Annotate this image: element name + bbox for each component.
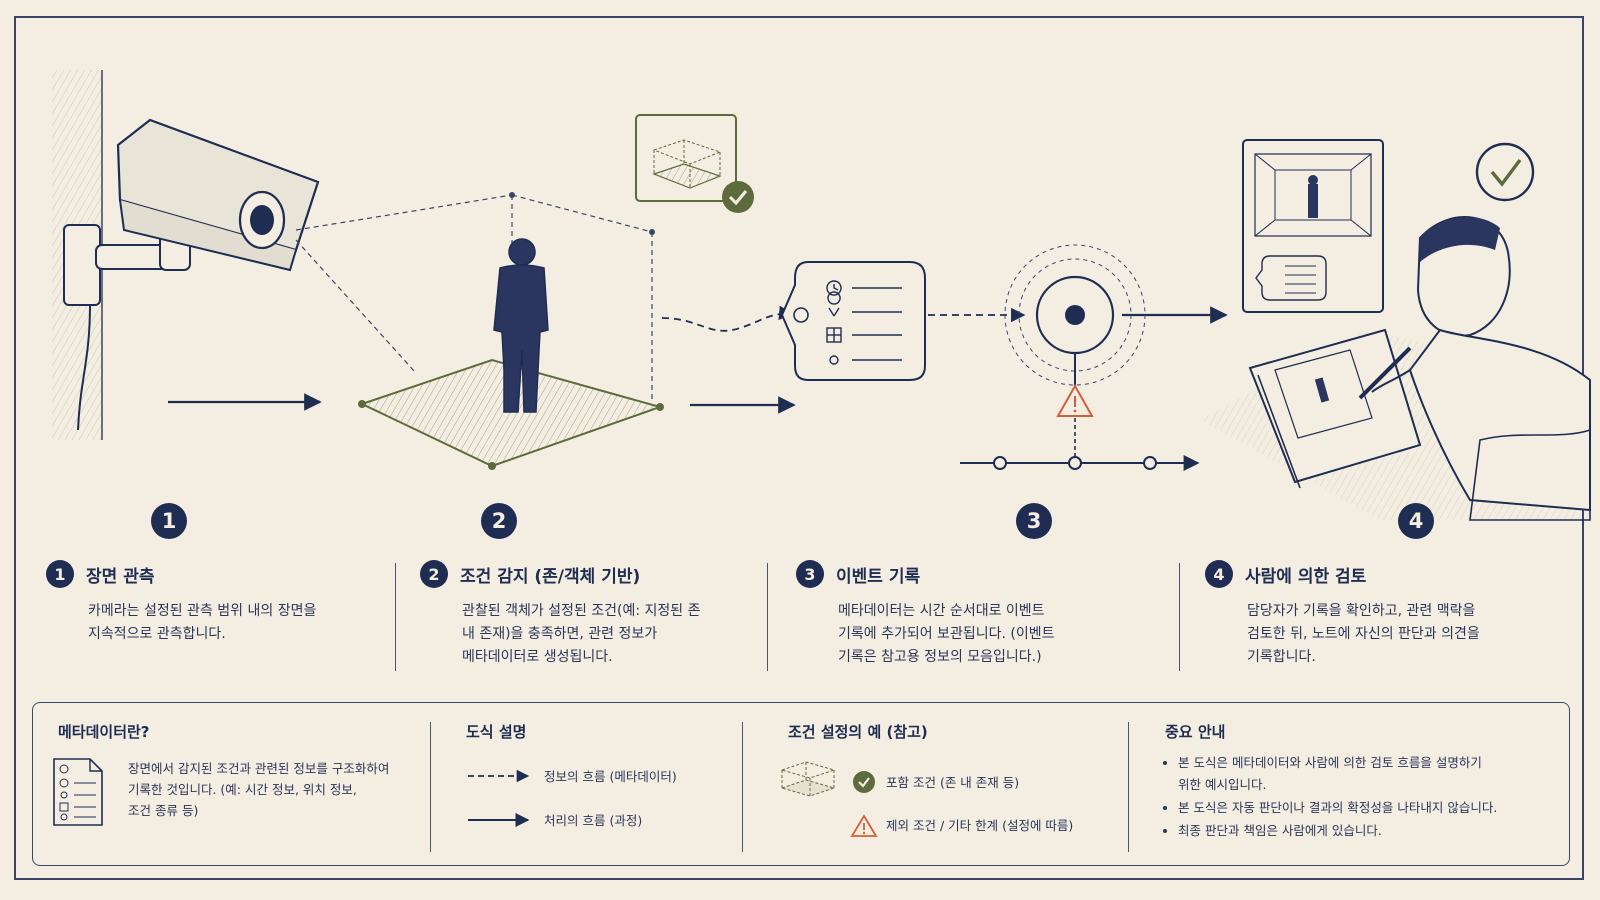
event-timeline	[960, 455, 1200, 471]
process-arrows	[168, 306, 1228, 414]
legend-dashed-label: 정보의 흐름 (메타데이터)	[544, 769, 677, 784]
step-1-block: 1 장면 관측 카메라는 설정된 관측 범위 내의 장면을 지속적으로 관측합니다…	[46, 560, 391, 670]
legend-arrows	[468, 769, 530, 827]
divider	[395, 563, 396, 671]
zone-thumbnail-icon	[635, 114, 737, 202]
step-4-marker: 4	[1398, 503, 1434, 539]
approval-check-icon	[1475, 142, 1535, 202]
detection-zone	[358, 192, 664, 470]
divider	[430, 722, 431, 852]
notice-list: 본 도식은 메타데이터와 사람에 의한 검토 흐름을 설명하기 위한 예시입니다…	[1160, 752, 1558, 843]
info-panel	[32, 702, 1570, 866]
exclude-warning-icon	[850, 814, 878, 837]
metadata-heading: 메타데이터란?	[58, 723, 150, 741]
conditions-heading: 조건 설정의 예 (참고)	[788, 723, 928, 741]
legend-solid-label: 처리의 흐름 (과정)	[544, 813, 643, 828]
step-number: 3	[796, 560, 824, 588]
reviewer-person-icon	[1200, 216, 1591, 521]
divider	[742, 722, 743, 852]
step-2-marker: 2	[481, 503, 517, 539]
step-description: 담당자가 기록을 확인하고, 관련 맥락을 검토한 뒤, 노트에 자신의 판단과…	[1247, 603, 1480, 665]
document-icon	[53, 758, 103, 826]
divider	[1179, 563, 1180, 671]
include-check-icon	[853, 771, 875, 793]
exclude-condition-label: 제외 조건 / 기타 한계 (설정에 따름)	[886, 818, 1074, 833]
step-3-block: 3 이벤트 기록 메타데이터는 시간 순서대로 이벤트 기록에 추가되어 보관됩니…	[796, 560, 1161, 670]
step-description: 카메라는 설정된 관측 범위 내의 장면을 지속적으로 관측합니다.	[88, 603, 317, 642]
notice-item: 본 도식은 메타데이터와 사람에 의한 검토 흐름을 설명하기 위한 예시입니다…	[1178, 752, 1558, 796]
divider	[767, 563, 768, 671]
person-figure-icon	[493, 238, 549, 413]
step-title: 이벤트 기록	[836, 566, 921, 587]
include-condition-label: 포함 조건 (존 내 존재 등)	[886, 775, 1020, 790]
notice-item: 최종 판단과 책임은 사람에게 있습니다.	[1178, 820, 1558, 842]
notice-item: 본 도식은 자동 판단이나 결과의 확정성을 나타내지 않습니다.	[1178, 797, 1558, 819]
zone-cube-icon	[780, 761, 836, 797]
step-description: 메타데이터는 시간 순서대로 이벤트 기록에 추가되어 보관됩니다. (이벤트 …	[838, 603, 1055, 665]
step-3-marker: 3	[1016, 503, 1052, 539]
divider	[1128, 722, 1129, 852]
info-arrows	[661, 305, 1026, 332]
warning-triangle-icon	[1056, 383, 1094, 417]
security-camera-icon	[52, 70, 320, 440]
event-record-target-icon	[1004, 244, 1146, 388]
notice-heading: 중요 안내	[1165, 723, 1226, 741]
step-number: 1	[46, 560, 74, 588]
step-number: 2	[420, 560, 448, 588]
review-panel-icon	[1242, 139, 1384, 313]
check-badge-icon	[722, 181, 754, 213]
step-2-block: 2 조건 감지 (존/객체 기반) 관찰된 객체가 설정된 조건(예: 지정된 존…	[420, 560, 765, 670]
metadata-description: 장면에서 감지된 조건과 관련된 정보를 구조화하여 기록한 것입니다. (예:…	[128, 761, 390, 818]
step-number: 4	[1205, 560, 1233, 588]
step-4-block: 4 사람에 의한 검토 담당자가 기록을 확인하고, 관련 맥락을 검토한 뒤, …	[1205, 560, 1575, 670]
step-description: 관찰된 객체가 설정된 조건(예: 지정된 존 내 존재)을 충족하면, 관련 …	[462, 603, 701, 665]
step-title: 장면 관측	[86, 566, 155, 587]
legend-heading: 도식 설명	[466, 723, 527, 741]
metadata-tag-icon	[780, 261, 926, 381]
step-title: 조건 감지 (존/객체 기반)	[460, 566, 641, 587]
view-range-lines	[295, 194, 653, 400]
step-title: 사람에 의한 검토	[1245, 566, 1367, 587]
step-1-marker: 1	[151, 503, 187, 539]
